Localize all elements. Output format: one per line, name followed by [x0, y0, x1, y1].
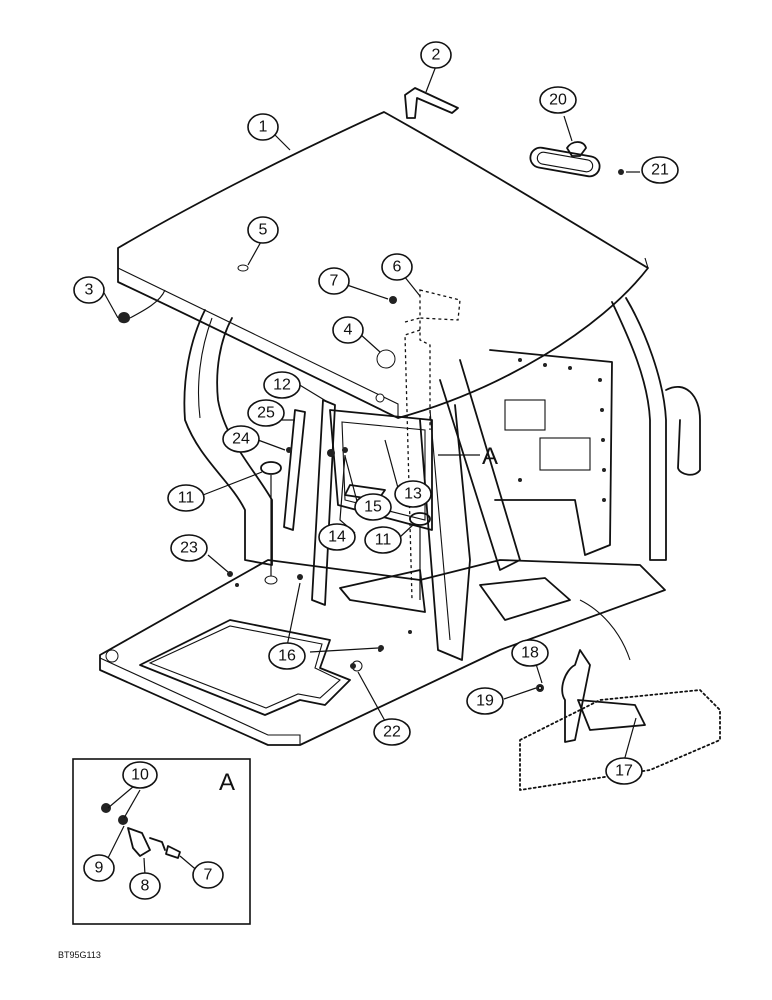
callout-18: 18 [511, 639, 549, 667]
roof-grommet [376, 349, 396, 369]
callout-21: 21 [641, 156, 679, 184]
seal-25 [283, 409, 306, 531]
svg-text:7: 7 [330, 273, 339, 290]
fastener-screw [327, 449, 335, 457]
cab-frame [183, 297, 701, 661]
fastener-22 [350, 663, 356, 669]
roof-hole [237, 264, 249, 272]
svg-text:22: 22 [383, 724, 401, 741]
svg-text:3: 3 [85, 282, 94, 299]
svg-text:25: 25 [257, 405, 275, 422]
detail-reference-a: A [482, 443, 498, 470]
svg-text:11: 11 [375, 532, 392, 549]
callout-19: 19 [466, 687, 504, 715]
inset-detail-a: A [72, 758, 251, 925]
svg-text:11: 11 [178, 490, 195, 507]
svg-text:2: 2 [432, 47, 441, 64]
callout-6: 6 [381, 253, 413, 281]
callout-8: 8 [129, 872, 161, 900]
inset-reference-a: A [219, 769, 235, 796]
svg-text:19: 19 [476, 693, 494, 710]
fastener-23 [227, 571, 233, 577]
callout-12: 12 [263, 371, 301, 399]
callout-16: 16 [268, 642, 306, 670]
plug-11-left [260, 461, 282, 585]
svg-text:8: 8 [141, 878, 150, 895]
callout-5: 5 [247, 216, 279, 244]
svg-text:10: 10 [131, 767, 149, 784]
svg-text:20: 20 [549, 92, 567, 109]
callout-22: 22 [373, 718, 411, 746]
svg-text:18: 18 [521, 645, 539, 662]
callout-14: 14 [318, 523, 356, 551]
svg-text:9: 9 [95, 860, 104, 877]
plug-11-right [409, 512, 431, 600]
svg-text:17: 17 [615, 763, 633, 780]
bracket-2 [404, 87, 459, 119]
nut-7-top [389, 296, 397, 304]
callout-11-left: 11 [167, 484, 205, 512]
fastener-16a [297, 574, 303, 580]
svg-text:12: 12 [273, 377, 291, 394]
callout-11-right: 11 [364, 526, 402, 554]
callout-4: 4 [332, 316, 364, 344]
fastener-16b [378, 645, 384, 651]
callout-20: 20 [539, 86, 577, 114]
fastener-24 [286, 447, 292, 453]
svg-text:1: 1 [259, 119, 268, 136]
svg-text:13: 13 [404, 486, 422, 503]
callout-2: 2 [420, 41, 452, 69]
svg-text:24: 24 [232, 431, 250, 448]
callout-13: 13 [394, 480, 432, 508]
floor-plate [99, 559, 666, 746]
bracket-6 [404, 289, 461, 601]
roof-panel [117, 111, 649, 419]
svg-text:15: 15 [364, 499, 382, 516]
fastener-14 [342, 447, 348, 453]
callout-15: 15 [354, 493, 392, 521]
svg-text:4: 4 [344, 322, 353, 339]
fasteners [227, 447, 384, 669]
panel-12 [311, 399, 336, 606]
dome-light-20 [529, 141, 601, 178]
callout-25: 25 [247, 399, 285, 427]
floor-detail-right [519, 599, 721, 791]
svg-text:16: 16 [278, 648, 296, 665]
callout-17: 17 [605, 757, 643, 785]
callout-23: 23 [170, 534, 208, 562]
svg-text:21: 21 [651, 162, 669, 179]
callout-3: 3 [73, 276, 105, 304]
callout-9: 9 [83, 854, 115, 882]
svg-text:6: 6 [393, 259, 402, 276]
svg-text:23: 23 [180, 540, 198, 557]
callout-7-inset: 7 [192, 861, 224, 889]
callout-1: 1 [247, 113, 279, 141]
figure-code: BT95G113 [58, 950, 101, 960]
svg-text:14: 14 [328, 529, 346, 546]
callout-7-top: 7 [318, 267, 350, 295]
knob-3 [118, 289, 166, 324]
callout-10: 10 [122, 761, 158, 789]
roof-fastener-hole [375, 393, 385, 403]
callout-24: 24 [222, 425, 260, 453]
svg-text:7: 7 [204, 867, 213, 884]
screw-21 [618, 169, 624, 175]
svg-text:5: 5 [259, 222, 268, 239]
